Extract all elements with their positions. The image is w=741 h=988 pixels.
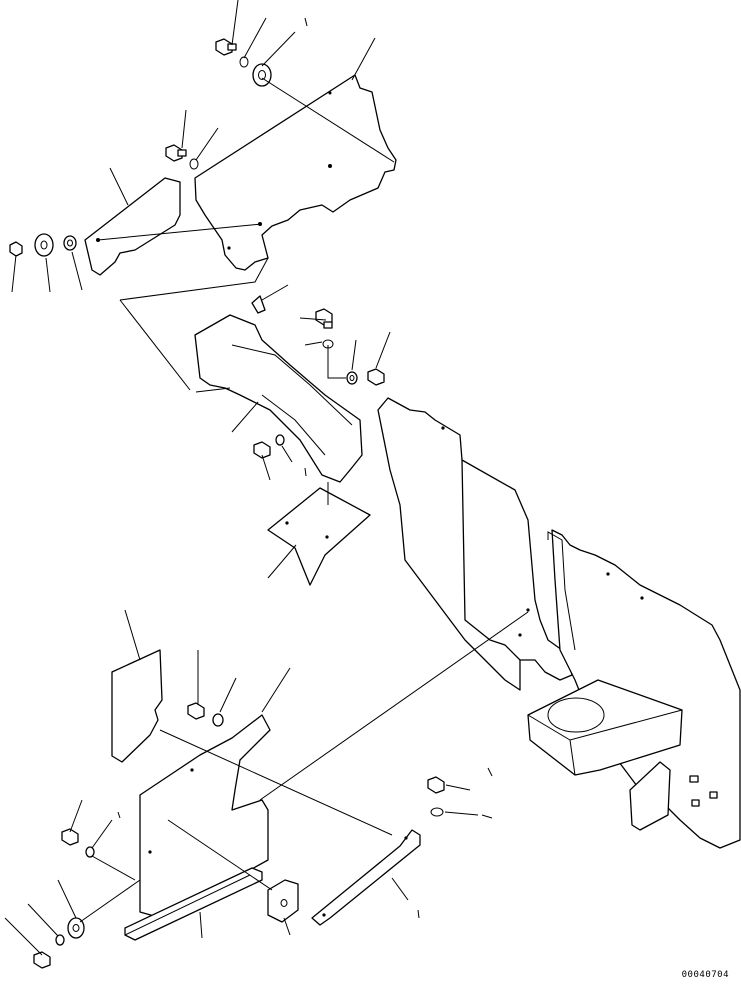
drawing-number: 00040704	[681, 970, 729, 980]
clip-pin	[251, 295, 266, 314]
lower-mid-bolt	[253, 434, 285, 459]
side-bolt	[165, 144, 199, 170]
upper-side-plate	[84, 177, 181, 276]
upper-bolt	[215, 38, 237, 56]
middle-washer-nut	[346, 368, 385, 386]
left-bolt-set	[9, 233, 77, 257]
lower-main-panel	[139, 714, 271, 921]
lower-foam-pad	[111, 649, 163, 763]
upper-cover-plate	[194, 74, 397, 271]
leader-lines	[4, 0, 479, 956]
middle-duct-bracket	[194, 314, 363, 483]
lower-left-bolt	[61, 828, 95, 858]
middle-bolt	[315, 308, 334, 349]
lower-strip	[124, 867, 263, 941]
bottom-bolt-set	[33, 917, 85, 969]
upper-rubber-washer	[252, 63, 272, 87]
small-cover-plate	[629, 761, 671, 831]
duct-box	[527, 679, 683, 776]
lower-angle-rail	[311, 829, 421, 926]
spacer-block	[267, 879, 299, 923]
lower-bolt-pair	[427, 776, 445, 817]
small-angle-bracket	[267, 487, 371, 586]
assembly-lines	[79, 77, 576, 923]
index-marks	[117, 17, 493, 919]
panel-bolt-washer	[187, 702, 224, 727]
upper-washer	[239, 56, 249, 68]
right-fasteners	[689, 775, 718, 807]
